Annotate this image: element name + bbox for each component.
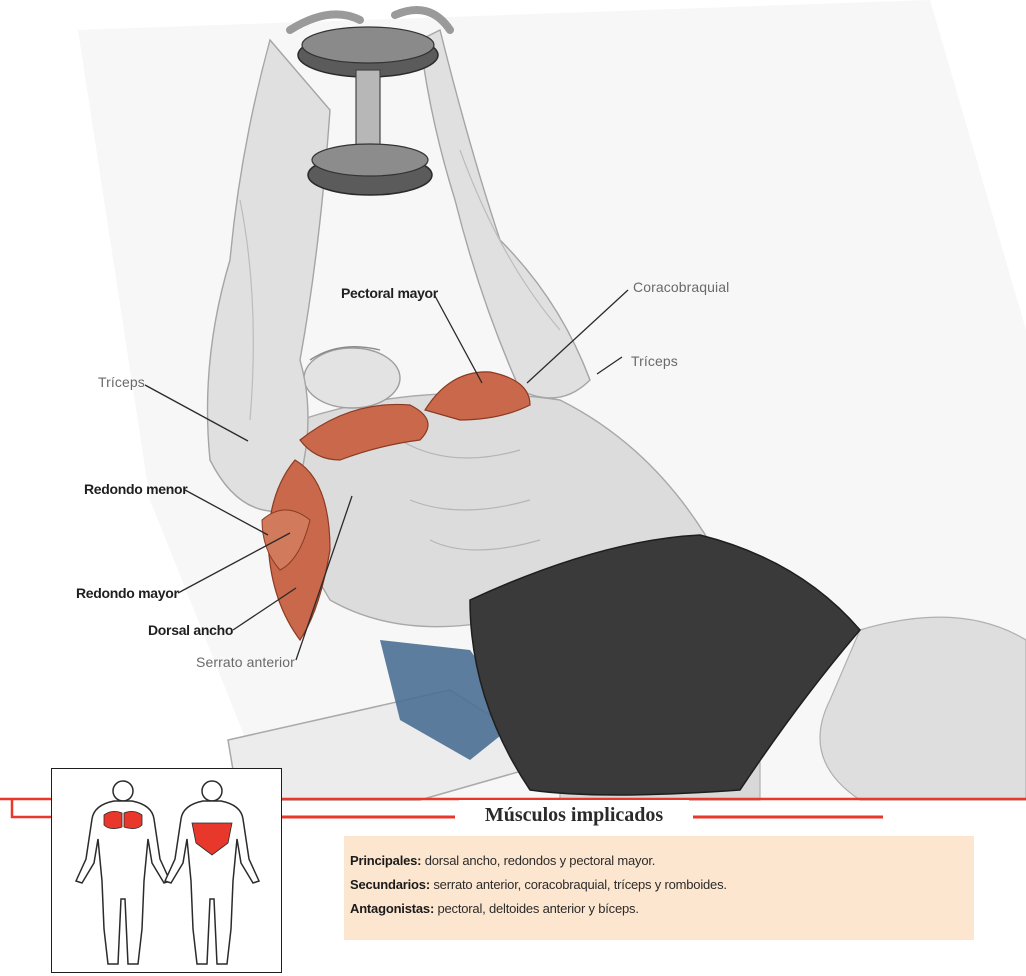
dumbbell-illustration (286, 6, 454, 196)
antagonistas-text: pectoral, deltoides anterior y bíceps. (434, 901, 639, 916)
antagonistas-label: Antagonistas: (350, 901, 435, 916)
section-title: Músculos implicados (459, 800, 689, 830)
pectoral-muscle (299, 403, 429, 461)
principales-label: Principales: (350, 853, 422, 868)
back-dorsal-highlight (191, 822, 233, 856)
label-triceps-left: Tríceps (98, 374, 145, 390)
front-body-figure (74, 780, 172, 965)
shorts-illustration (469, 534, 861, 796)
label-triceps-right: Tríceps (631, 353, 678, 369)
label-redondo-mayor: Redondo mayor (76, 585, 179, 601)
info-secundarios: Secundarios: serrato anterior, coracobra… (350, 876, 966, 893)
body-map-figures (51, 768, 282, 973)
info-antagonistas: Antagonistas: pectoral, deltoides anteri… (350, 900, 966, 917)
pectoral-muscle-right (424, 371, 531, 421)
secundarios-text: serrato anterior, coracobraquial, trícep… (429, 877, 727, 892)
highlighted-muscles (261, 371, 531, 642)
muscles-info-box: Principales: dorsal ancho, redondos y pe… (344, 836, 974, 940)
label-redondo-menor: Redondo menor (84, 481, 188, 497)
label-pectoral-mayor: Pectoral mayor (341, 285, 438, 301)
label-serrato-anterior: Serrato anterior (196, 654, 295, 670)
teres-muscle (261, 509, 311, 571)
arms-illustration (206, 28, 591, 513)
secundarios-label: Secundarios: (350, 877, 430, 892)
back-body-figure (163, 780, 261, 965)
leader-lines (144, 289, 629, 661)
label-coracobraquial: Coracobraquial (633, 279, 730, 295)
front-pectoral-highlight (103, 811, 143, 829)
head-illustration (303, 345, 401, 409)
body-map-svg (74, 780, 261, 965)
label-dorsal-ancho: Dorsal ancho (148, 622, 234, 638)
principales-text: dorsal ancho, redondos y pectoral mayor. (421, 853, 656, 868)
info-principales: Principales: dorsal ancho, redondos y pe… (350, 852, 966, 869)
